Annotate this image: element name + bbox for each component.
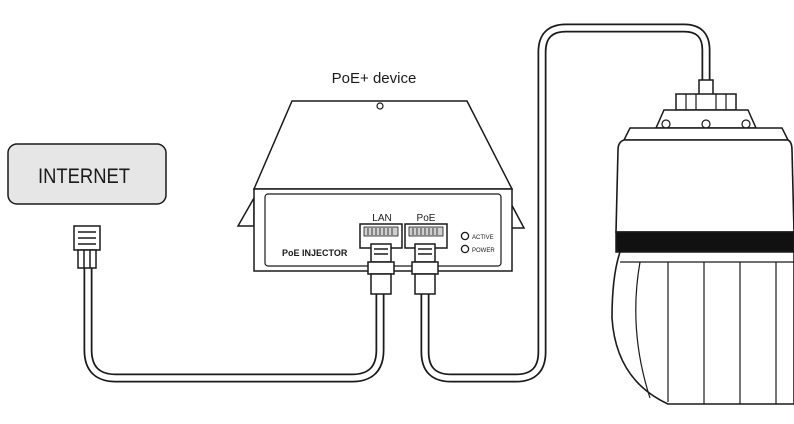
- lan-port[interactable]: [359, 223, 403, 249]
- cable-poe-to-camera: [420, 23, 711, 383]
- screw-icon: [376, 102, 384, 110]
- active-led-icon: [460, 231, 470, 241]
- rj45-plug-lan: [367, 243, 395, 295]
- poe-device-title: PoE+ device: [332, 70, 417, 87]
- poe-injector-label: PoE INJECTOR: [282, 248, 348, 258]
- port-lan-label: LAN: [372, 213, 391, 224]
- ptz-camera: [611, 79, 794, 405]
- led-active-label: ACTIVE: [472, 235, 494, 241]
- camera-dark-band: [615, 231, 794, 253]
- rj45-plug-internet: [73, 225, 101, 269]
- cable-internet-to-lan: [83, 266, 385, 383]
- internet-box: INTERNET: [7, 143, 167, 205]
- led-power-label: POWER: [472, 248, 495, 254]
- internet-label: INTERNET: [38, 165, 130, 188]
- power-led-icon: [460, 244, 470, 254]
- port-poe-label: PoE: [417, 213, 436, 224]
- rj45-plug-poe: [411, 243, 439, 295]
